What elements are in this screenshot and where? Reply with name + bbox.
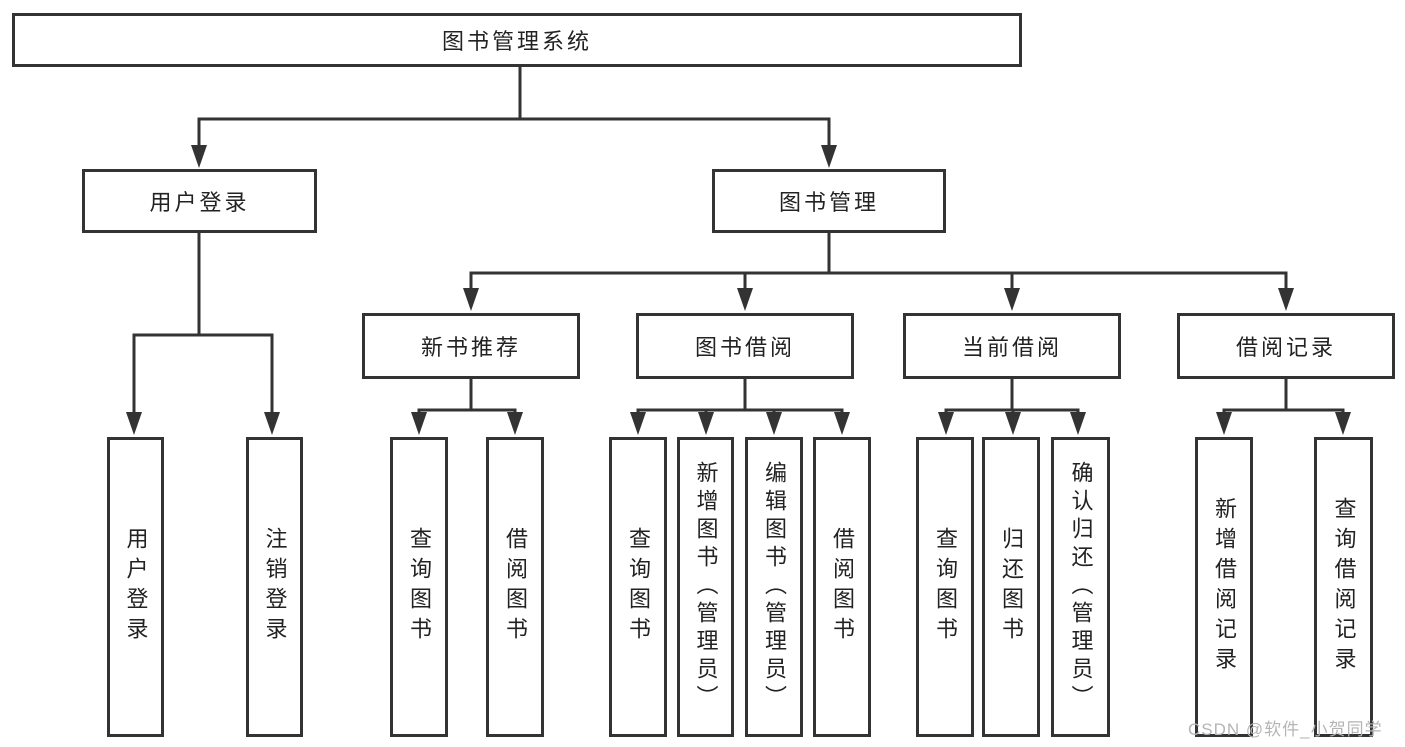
leaf-add-borrow-record: 新增借阅记录: [1195, 437, 1253, 737]
leaf-query-books-3: 查询图书: [916, 437, 974, 737]
node-new-book-recommend: 新书推荐: [362, 313, 580, 379]
leaf-confirm-return-admin: 确认归还（管理员）: [1051, 437, 1110, 737]
leaf-borrow-books-1: 借阅图书: [486, 437, 544, 737]
node-current-borrowing: 当前借阅: [903, 313, 1121, 379]
leaf-add-books-admin: 新增图书（管理员）: [677, 437, 734, 737]
leaf-return-books: 归还图书: [982, 437, 1040, 737]
node-book-borrowing: 图书借阅: [636, 313, 854, 379]
node-user-login-branch: 用户登录: [82, 169, 317, 233]
node-library-system: 图书管理系统: [12, 13, 1022, 67]
leaf-borrow-books-2: 借阅图书: [813, 437, 871, 737]
leaf-query-books-1: 查询图书: [390, 437, 448, 737]
node-borrowing-records: 借阅记录: [1177, 313, 1395, 379]
leaf-user-login: 用户登录: [107, 437, 164, 737]
leaf-query-books-2: 查询图书: [609, 437, 667, 737]
csdn-watermark: CSDN @软件_小贺同学: [1188, 720, 1383, 739]
leaf-edit-books-admin: 编辑图书（管理员）: [745, 437, 803, 737]
leaf-logout: 注销登录: [246, 437, 303, 737]
leaf-query-borrow-record: 查询借阅记录: [1314, 437, 1373, 737]
node-book-management: 图书管理: [712, 169, 946, 233]
